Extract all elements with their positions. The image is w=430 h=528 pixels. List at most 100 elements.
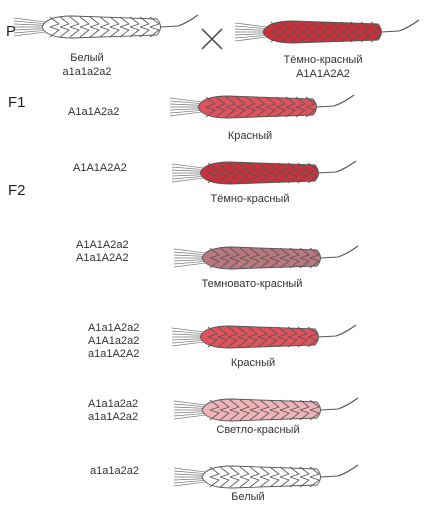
grain-mark: [217, 326, 228, 338]
awn-line: [171, 169, 205, 172]
f2-row-4-phenotype: Светло-красный: [216, 424, 300, 436]
grain-mark: [219, 476, 230, 488]
grain-mark: [237, 326, 248, 338]
grain-mark: [290, 31, 301, 43]
grain-mark: [299, 257, 310, 269]
grain-mark: [280, 31, 291, 43]
grain-mark: [225, 106, 236, 118]
grain-mark: [249, 257, 260, 269]
grain-mark: [109, 26, 120, 38]
spike-f2-light-red: [173, 397, 359, 422]
grain-mark: [139, 16, 150, 28]
grain-mark: [307, 172, 318, 184]
grain-mark: [279, 399, 290, 411]
grain-mark: [215, 106, 226, 118]
spike-stem: [317, 160, 357, 174]
grain-mark: [297, 162, 308, 174]
awn-line: [13, 31, 47, 37]
grain-mark: [249, 399, 260, 411]
awn-line: [173, 473, 207, 476]
spike-stem: [317, 324, 357, 338]
grain-mark: [217, 336, 228, 348]
grain-mark: [285, 96, 296, 108]
grain-mark: [289, 399, 300, 411]
grain-mark: [139, 26, 150, 38]
grain-mark: [237, 336, 248, 348]
parent-right-phenotype: Тёмно-красный: [283, 54, 363, 66]
grain-mark: [270, 21, 281, 33]
grain-mark: [247, 336, 258, 348]
grain-mark: [309, 476, 320, 488]
grain-mark: [279, 476, 290, 488]
grain-mark: [259, 476, 270, 488]
grain-mark: [289, 476, 300, 488]
awn-line: [173, 412, 207, 417]
grain-mark: [370, 31, 381, 43]
generation-label-f1: F1: [8, 94, 26, 111]
awn-line: [173, 481, 207, 487]
grain-mark: [245, 106, 256, 118]
grain-mark: [277, 326, 288, 338]
awn-line: [173, 479, 207, 484]
awn-line: [173, 400, 207, 406]
grain-mark: [235, 106, 246, 118]
grain-mark: [340, 31, 351, 43]
awn-line: [13, 29, 47, 34]
grain-mark: [257, 326, 268, 338]
grain-mark: [289, 257, 300, 269]
grain-mark: [287, 162, 298, 174]
grain-mark: [279, 466, 290, 478]
grain-mark: [299, 466, 310, 478]
grain-mark: [299, 409, 310, 421]
awn-line: [234, 36, 268, 42]
awn-line: [169, 103, 203, 106]
grain-mark: [249, 466, 260, 478]
grain-mark: [215, 96, 226, 108]
grain-mark: [267, 162, 278, 174]
parent-left-genotype: a1a1a2a2: [62, 66, 112, 78]
awn-line: [171, 177, 205, 183]
grain-mark: [119, 16, 130, 28]
grain-mark: [217, 172, 228, 184]
grain-mark: [305, 96, 316, 108]
grain-mark: [149, 16, 160, 28]
awn-line: [173, 251, 207, 256]
awn-line: [13, 20, 47, 25]
grain-mark: [229, 466, 240, 478]
grain-mark: [259, 247, 270, 259]
grain-mark: [370, 21, 381, 33]
grain-mark: [307, 162, 318, 174]
grain-mark: [249, 409, 260, 421]
grain-mark: [79, 26, 90, 38]
grain-mark: [307, 326, 318, 338]
grain-mark: [247, 162, 258, 174]
grain-mark: [239, 476, 250, 488]
f1-genotype: A1a1A2a2: [68, 106, 120, 118]
f2-row-3-genotypes: A1a1A2a2 A1A1a2a2 a1a1A2A2: [88, 322, 140, 360]
grain-mark: [259, 409, 270, 421]
grain-mark: [287, 336, 298, 348]
grain-mark: [149, 26, 160, 38]
f2-row-4-genotypes: A1a1a2a2 a1a1A2a2: [88, 398, 139, 423]
spike-parent-white: [13, 14, 199, 39]
grain-mark: [209, 409, 220, 421]
grain-mark: [99, 26, 110, 38]
grain-mark: [219, 399, 230, 411]
grain-mark: [245, 96, 256, 108]
grain-mark: [255, 96, 266, 108]
grain-mark: [119, 26, 130, 38]
grain-mark: [207, 326, 218, 338]
grain-mark: [209, 399, 220, 411]
awn-line: [173, 406, 207, 409]
awn-line: [171, 174, 205, 177]
spike-f2-white: [173, 464, 359, 489]
grain-mark: [239, 409, 250, 421]
grain-mark: [275, 106, 286, 118]
generation-label-f2: F2: [8, 182, 26, 199]
awn-line: [173, 467, 207, 473]
spike-f2-red: [171, 324, 357, 349]
f2-row-5-phenotype: Белый: [231, 491, 265, 503]
awn-line: [169, 111, 203, 117]
grain-mark: [229, 399, 240, 411]
grain-mark: [299, 247, 310, 259]
